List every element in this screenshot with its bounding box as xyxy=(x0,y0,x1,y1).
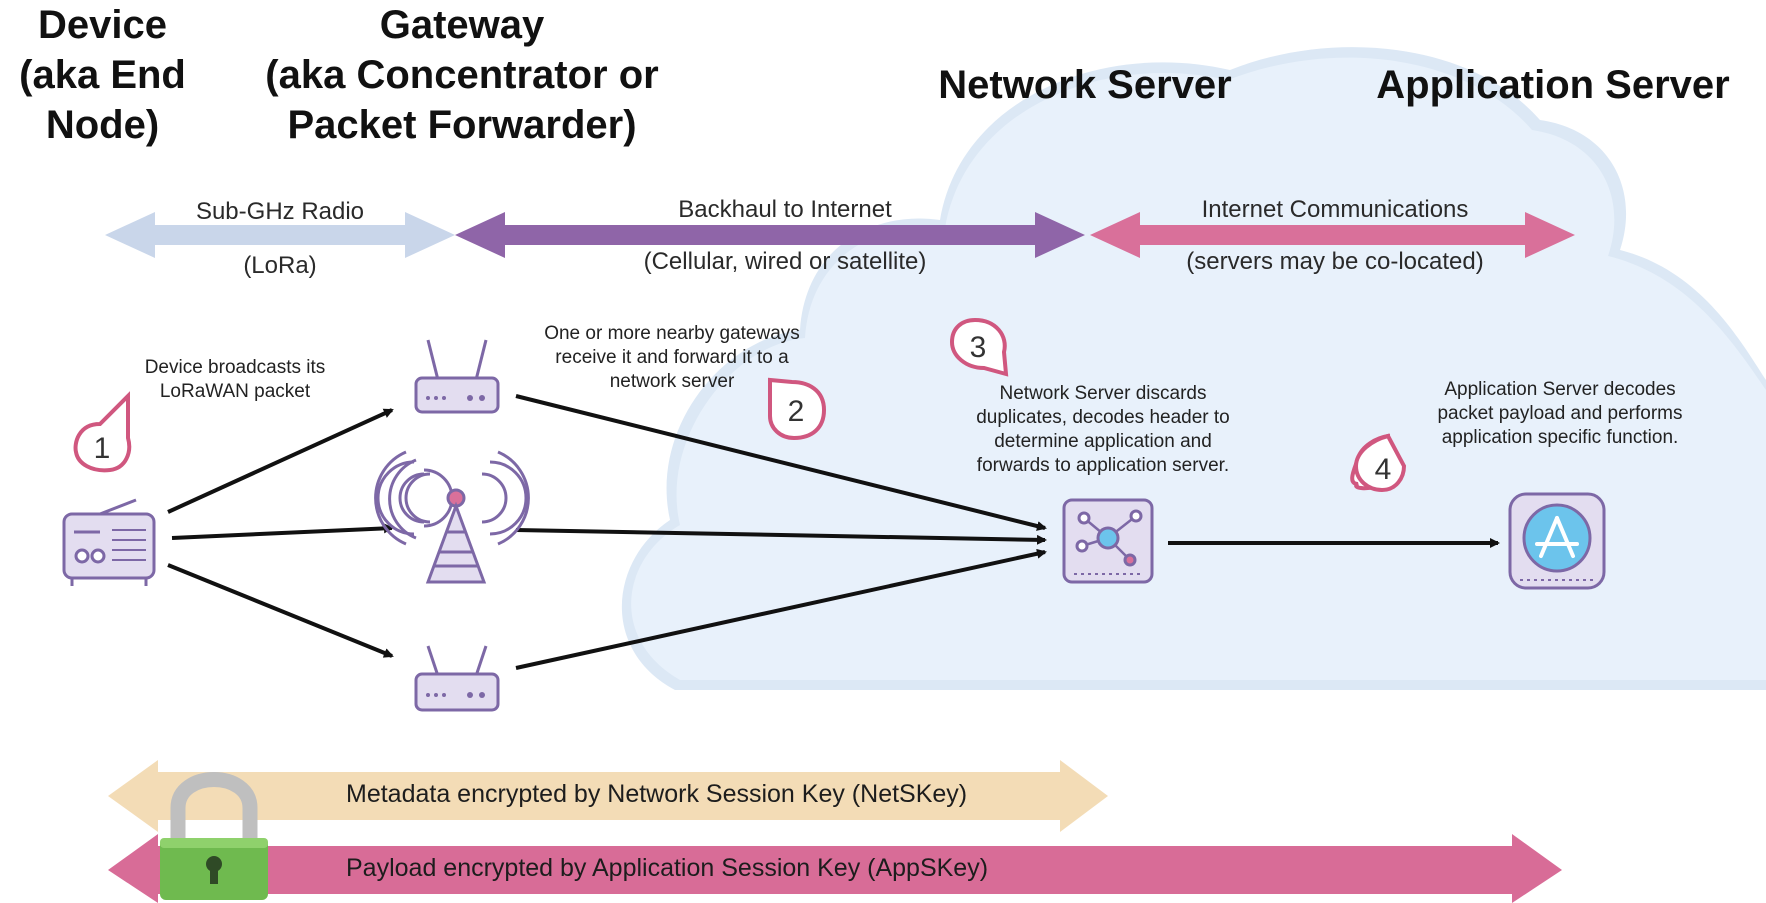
step-number: 2 xyxy=(788,395,805,428)
radio-link-label: Sub-GHz Radio xyxy=(195,198,365,225)
router-icon xyxy=(414,645,500,712)
step-number: 3 xyxy=(970,331,987,364)
app-store-icon xyxy=(1508,492,1606,590)
gateway-1-to-network-server-arrow xyxy=(515,394,1047,531)
step-4-description: Application Server decodes packet payloa… xyxy=(1437,379,1683,448)
backhaul-link-label: Backhaul to Internet xyxy=(678,196,892,223)
step-badge-1: 1 xyxy=(73,391,132,473)
device-to-gateway-1-arrow xyxy=(167,408,394,514)
internet-link-arrow xyxy=(1090,212,1575,258)
backhaul-link-sublabel: (Cellular, wired or satellite) xyxy=(643,248,927,275)
payload-encryption-label: Payload encrypted by Application Session… xyxy=(346,854,989,882)
radio-device-icon xyxy=(62,498,156,586)
device-to-gateway-2-arrow xyxy=(167,563,394,658)
step-3-description: Network Server discards duplicates, deco… xyxy=(976,383,1230,476)
radio-link-arrow xyxy=(105,212,455,258)
gateway-2-to-network-server-arrow xyxy=(515,548,1047,670)
network-hub-icon xyxy=(1062,498,1154,584)
payload-encryption-band xyxy=(108,834,1562,903)
internet-link-sublabel: (servers may be co-located) xyxy=(1186,248,1484,275)
metadata-encryption-band xyxy=(108,760,1108,832)
step-number: 4 xyxy=(1375,453,1392,486)
device-heading: Device (aka End Node) xyxy=(19,3,186,147)
radio-tower-icon xyxy=(374,450,530,584)
cloud-shape xyxy=(621,47,1766,691)
padlock-icon xyxy=(160,772,268,900)
gateway-heading: Gateway (aka Concentrator or Packet Forw… xyxy=(265,3,659,147)
radio-link-sublabel: (LoRa) xyxy=(243,252,317,279)
signal-arrows xyxy=(167,394,1500,670)
metadata-encryption-label: Metadata encrypted by Network Session Ke… xyxy=(346,780,968,808)
application-server-heading: Application Server xyxy=(1376,63,1730,107)
step-number: 1 xyxy=(94,432,111,465)
step-badge-4: 4 xyxy=(1350,433,1407,493)
backhaul-link-arrow xyxy=(455,212,1085,258)
step-2-description: One or more nearby gateways receive it a… xyxy=(544,323,800,392)
step-badge-3: 3 xyxy=(949,317,1009,377)
device-to-tower-arrow xyxy=(171,523,394,540)
step-badge-2: 2 xyxy=(768,377,827,441)
tower-to-network-server-arrow xyxy=(515,528,1047,545)
network-server-heading: Network Server xyxy=(938,63,1232,107)
internet-link-label: Internet Communications xyxy=(1201,196,1469,223)
step-1-description: Device broadcasts its LoRaWAN packet xyxy=(144,357,326,402)
router-icon xyxy=(414,339,500,414)
